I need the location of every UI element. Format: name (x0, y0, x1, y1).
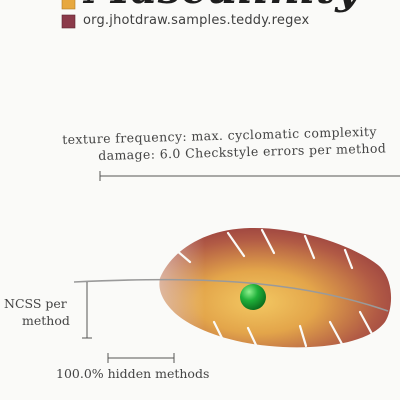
feather (73, 227, 392, 348)
hidden-methods-bracket (107, 353, 175, 363)
feather-rachis (73, 278, 389, 312)
health-dot (240, 284, 266, 310)
package-swatch (61, 14, 76, 29)
legend-title: Masculinity (84, 0, 360, 13)
feather-vane (159, 227, 392, 348)
ncss-label-line1: NCSS per (4, 296, 67, 311)
hidden-methods-label: 100.0% hidden methods (56, 366, 210, 381)
ncss-bracket (82, 282, 92, 339)
ncss-label-line2: method (22, 313, 70, 328)
title-swatch (61, 0, 76, 10)
texture-bracket (99, 171, 400, 181)
package-name: org.jhotdraw.samples.teddy.regex (83, 13, 310, 28)
